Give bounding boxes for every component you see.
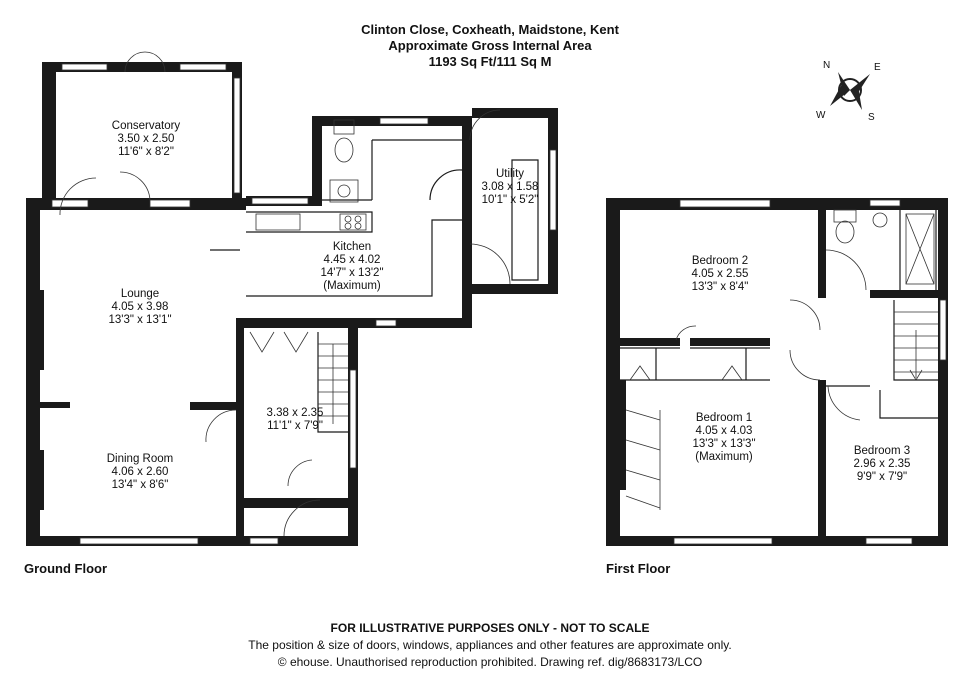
compass-s-label: S [868, 112, 875, 123]
room-name: Bedroom 2 [691, 255, 749, 267]
first-floor-walls [606, 198, 948, 546]
room-name: Utility [495, 168, 525, 180]
room-metric: 4.05 x 2.55 [691, 268, 749, 280]
room-metric: 4.05 x 3.98 [111, 301, 169, 313]
room-name: Lounge [120, 288, 160, 300]
room-name: Conservatory [111, 120, 181, 132]
area-title: Approximate Gross Internal Area [388, 38, 592, 53]
compass-rose [830, 72, 870, 110]
conservatory-walls [42, 51, 242, 202]
room-imperial: 13'3" x 13'1" [108, 314, 172, 326]
room-imperial: 13'3" x 8'4" [691, 281, 749, 293]
room-imperial: 14'7" x 13'2" [320, 267, 384, 279]
first-floor-internal-lines [620, 209, 938, 510]
room-imperial: 11'6" x 8'2" [118, 146, 174, 158]
room-kitchen: Kitchen 4.45 x 4.02 14'7" x 13'2" (Maxim… [292, 241, 412, 293]
room-metric: 3.08 x 1.58 [481, 181, 539, 193]
footer-note: The position & size of doors, windows, a… [248, 638, 732, 652]
compass-n-label: N [823, 60, 831, 71]
room-name: Dining Room [106, 453, 174, 465]
room-metric: 4.06 x 2.60 [111, 466, 169, 478]
room-metric: 4.45 x 4.02 [323, 254, 381, 266]
room-imperial: 11'1" x 7'9" [267, 420, 323, 432]
room-conservatory: Conservatory 3.50 x 2.50 11'6" x 8'2" [86, 120, 206, 159]
room-name: Bedroom 1 [695, 412, 753, 424]
room-imperial: 10'1" x 5'2" [481, 194, 539, 206]
room-name: Kitchen [332, 241, 372, 253]
room-metric: 4.05 x 4.03 [695, 425, 753, 437]
room-bedroom-1: Bedroom 1 4.05 x 4.03 13'3" x 13'3" (Max… [664, 412, 784, 464]
room-bedroom-3: Bedroom 3 2.96 x 2.35 9'9" x 7'9" [832, 445, 932, 484]
room-imperial: 9'9" x 7'9" [856, 471, 908, 483]
room-bedroom-2: Bedroom 2 4.05 x 2.55 13'3" x 8'4" [660, 255, 780, 294]
copyright: © ehouse. Unauthorised reproduction proh… [277, 655, 703, 669]
room-note: (Maximum) [323, 280, 381, 292]
room-imperial: 13'3" x 13'3" [692, 438, 756, 450]
room-hall: 3.38 x 2.35 11'1" x 7'9" [240, 407, 350, 433]
first-floor-label: First Floor [606, 561, 671, 576]
room-dining: Dining Room 4.06 x 2.60 13'4" x 8'6" [80, 453, 200, 492]
ground-floor-internal-lines [59, 109, 539, 537]
room-utility: Utility 3.08 x 1.58 10'1" x 5'2" [462, 168, 558, 207]
room-name: Bedroom 3 [853, 445, 911, 457]
ground-floor-label: Ground Floor [24, 561, 108, 576]
room-lounge: Lounge 4.05 x 3.98 13'3" x 13'1" [80, 288, 200, 327]
room-note: (Maximum) [695, 451, 753, 463]
room-imperial: 13'4" x 8'6" [111, 479, 169, 491]
compass-w-label: W [816, 110, 826, 121]
room-metric: 2.96 x 2.35 [853, 458, 911, 470]
area-value: 1193 Sq Ft/111 Sq M [428, 54, 552, 69]
room-metric: 3.38 x 2.35 [266, 407, 324, 419]
ground-floor-walls [26, 108, 558, 546]
address-title: Clinton Close, Coxheath, Maidstone, Kent [361, 22, 619, 37]
room-metric: 3.50 x 2.50 [117, 133, 175, 145]
compass-e-label: E [874, 62, 881, 73]
disclaimer: FOR ILLUSTRATIVE PURPOSES ONLY - NOT TO … [330, 621, 650, 635]
